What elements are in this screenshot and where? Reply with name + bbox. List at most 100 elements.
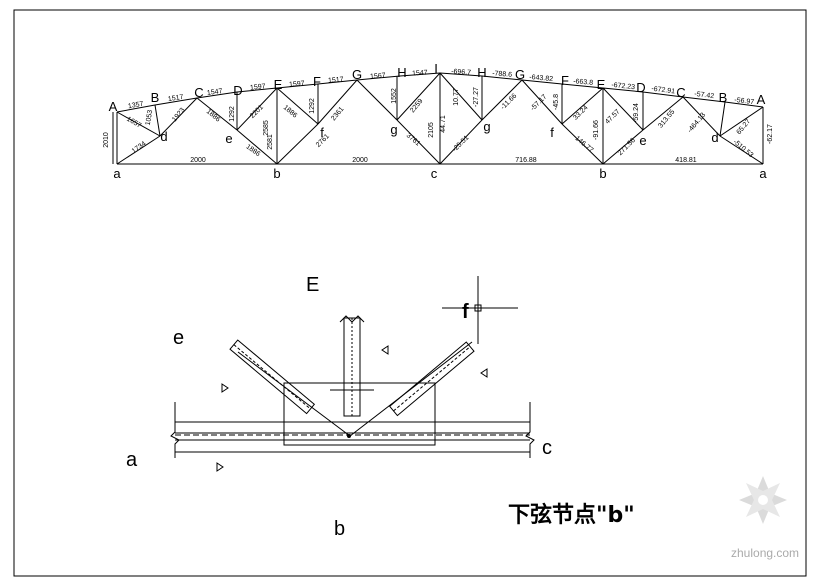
detail-label-b: b	[334, 518, 345, 540]
bottom-web-force-right: -510.53	[732, 139, 755, 160]
web	[439, 72, 483, 121]
web	[521, 79, 563, 125]
left-diagonal-member	[229, 339, 316, 415]
truss-elevation	[112, 72, 764, 165]
top-node-label: F	[561, 73, 569, 88]
top-chord-force: 1547	[412, 69, 428, 77]
top-node-label: I	[434, 61, 438, 76]
bottom-segment-label: 716.88	[515, 157, 537, 164]
web	[719, 106, 764, 137]
web	[159, 97, 198, 137]
top-node-label: E	[597, 77, 606, 92]
web	[642, 96, 684, 131]
break-mark-left	[170, 402, 180, 458]
web-force-left: 1657	[125, 116, 142, 130]
web-force-left: 1886	[205, 108, 222, 123]
top-chord-force: -672.23	[611, 82, 635, 91]
web-node-label: f	[550, 125, 554, 140]
web	[236, 87, 278, 131]
weld-symbol	[221, 383, 229, 393]
weld-symbol	[480, 368, 488, 378]
working-point	[347, 434, 351, 438]
web-force-right: -11.66	[500, 93, 519, 112]
bottom-web-force-right: -25.51	[451, 134, 470, 153]
top-chord-force: 1597	[289, 80, 305, 88]
top-chord-force: 1597	[250, 83, 266, 92]
right-height-label: -62.17	[767, 124, 774, 144]
web-force-left: 1552	[391, 88, 398, 104]
top-node-label: C	[676, 85, 685, 100]
bottom-web-force-left: 3761	[405, 132, 422, 147]
top-chord-force: 1357	[127, 101, 144, 111]
top-chord-force: 1547	[207, 88, 224, 97]
watermark-logo	[739, 476, 787, 524]
web	[561, 87, 604, 125]
bottom-web-force-right: 271.56	[617, 137, 637, 157]
web	[317, 79, 358, 125]
web-force-left: 2581	[267, 134, 274, 150]
top-node-label: A	[757, 92, 766, 107]
top-node-label: D	[233, 83, 242, 98]
web-force-right: -91.66	[593, 120, 600, 140]
web-force-left: 1292	[309, 98, 316, 114]
web	[719, 101, 726, 137]
bottom-web-force-left: 1734	[131, 140, 148, 155]
detail-label-a: a	[126, 449, 138, 471]
top-node-label: F	[313, 74, 321, 89]
vertical-break-mark	[339, 315, 365, 323]
web	[356, 79, 398, 121]
detail-label-f: f	[462, 301, 469, 323]
top-node-label: C	[194, 85, 203, 100]
right-diagonal-axis	[349, 341, 473, 437]
web	[602, 129, 644, 165]
bottom-segment-label: 2000	[190, 157, 206, 164]
top-node-label: H	[397, 65, 406, 80]
bottom-node-label: b	[273, 166, 280, 181]
web-node-label: d	[711, 130, 718, 145]
bottom-segment-label: 418.81	[675, 157, 697, 164]
web	[396, 119, 441, 165]
crosshair-box	[474, 304, 482, 312]
web-node-label: e	[639, 133, 646, 148]
web-force-right: -59.24	[633, 103, 640, 123]
web	[276, 123, 319, 165]
web-force-right: 10.77	[453, 88, 460, 106]
top-chord-force: -663.8	[573, 78, 593, 87]
web-force-right: 313.55	[657, 109, 676, 130]
weld-symbol	[216, 462, 224, 472]
bottom-node-label: a	[113, 166, 121, 181]
top-node-label: E	[274, 77, 283, 92]
top-chord-force: 1567	[370, 72, 386, 80]
web-force-left: 44.71	[440, 115, 447, 133]
web	[276, 87, 319, 125]
web-node-label: g	[390, 122, 397, 137]
web	[116, 135, 161, 165]
bottom-web-force-left: 2585	[263, 120, 270, 136]
web	[719, 135, 764, 165]
web-force-left: 1053	[145, 109, 155, 126]
top-chord-force: -788.6	[492, 70, 512, 79]
web	[236, 129, 278, 165]
bottom-node-label: a	[759, 166, 767, 181]
web-force-right: -57.17	[529, 93, 548, 112]
web-force-left: 2201	[249, 104, 265, 120]
web-force-right: 33.24	[572, 104, 589, 121]
top-chord-force: -672.91	[651, 86, 676, 96]
web-force-right: -45.8	[553, 94, 560, 110]
bottom-web-force-left: 2761	[315, 133, 331, 149]
detail-label-e: e	[173, 327, 184, 349]
left-diagonal-axis	[237, 351, 351, 437]
web-force-left: 2105	[428, 122, 435, 138]
height-label: 2010	[103, 132, 110, 148]
weld-symbol	[381, 345, 389, 355]
web-force-right: 47.57	[604, 108, 621, 125]
top-node-label: D	[636, 80, 645, 95]
web-node-label: f	[320, 125, 324, 140]
joint-detail-b	[170, 276, 535, 472]
top-chord-force: 1517	[168, 94, 185, 103]
top-node-label: B	[151, 90, 160, 105]
watermark-text: zhulong.com	[731, 546, 799, 560]
web-force-left: 2259	[409, 98, 424, 115]
web	[561, 123, 604, 165]
